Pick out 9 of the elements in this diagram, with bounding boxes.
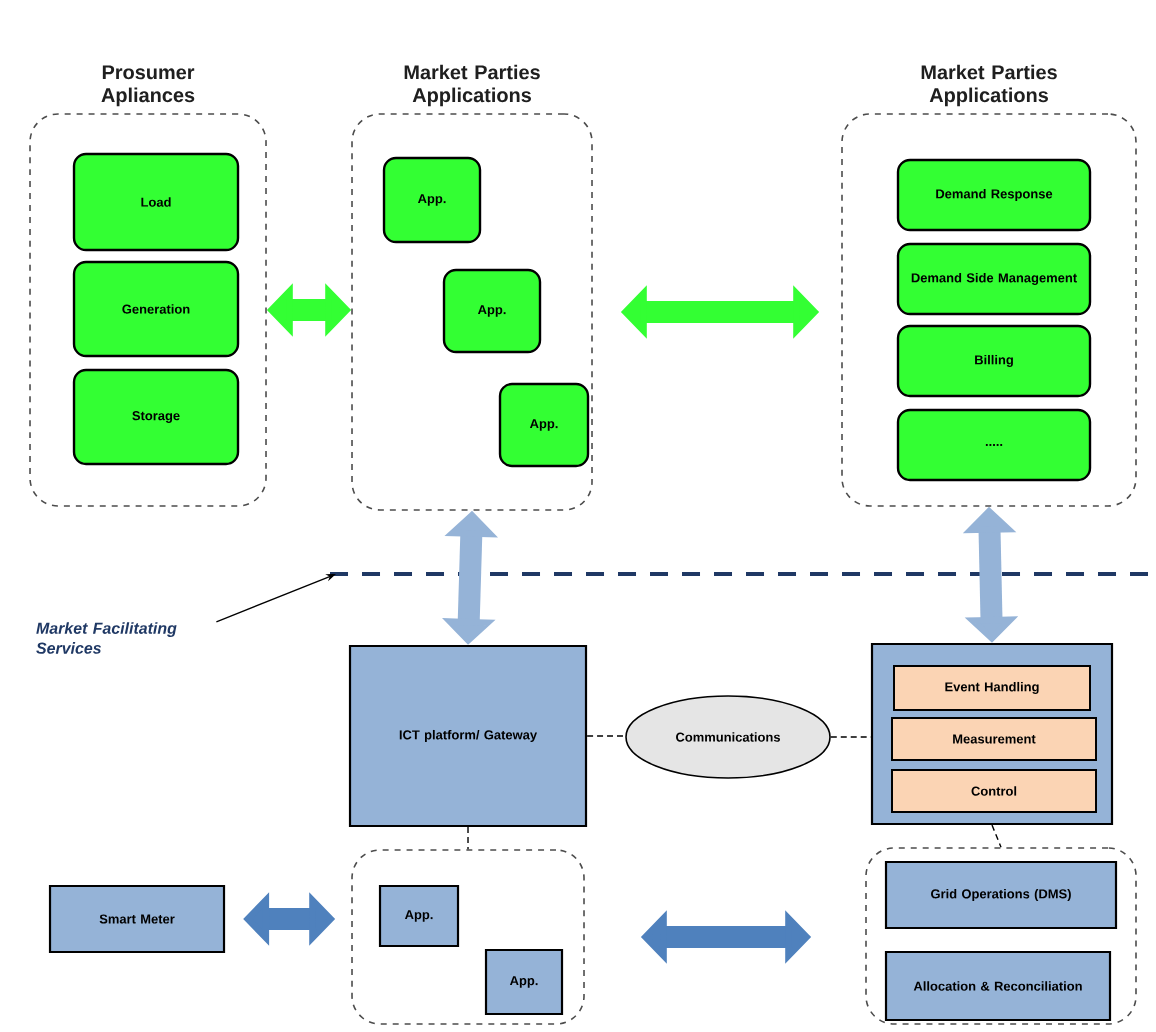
connector-line — [467, 826, 469, 850]
dashed-container — [351, 849, 585, 1025]
node-label: Market Parties Applications — [921, 64, 1057, 107]
node-label: Market Parties Applications — [404, 64, 540, 107]
connector-line — [830, 736, 872, 738]
node-label: Prosumer Apliances — [101, 65, 195, 107]
dashed-container — [865, 847, 1137, 1025]
connector-line — [586, 735, 626, 737]
connector-line — [991, 824, 1002, 848]
